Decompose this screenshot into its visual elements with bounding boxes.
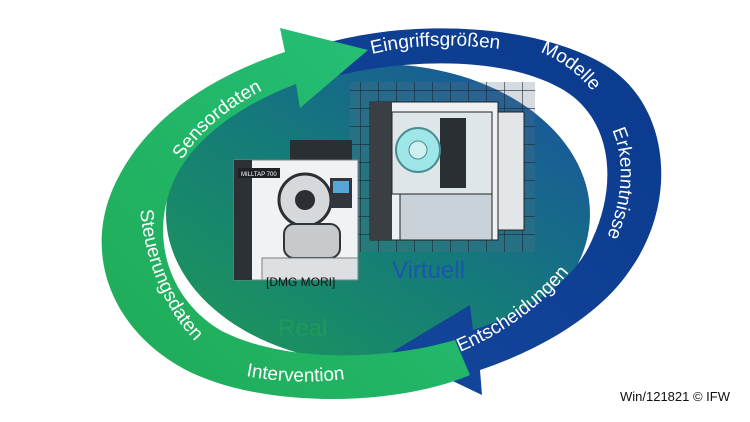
machine-plate-text: MILLTAP 700 [241,172,277,178]
green-arrow [101,28,470,400]
machine-plate [238,168,280,178]
copyright-caption: Win/121821 © IFW [619,389,730,404]
blue-arrow [300,28,662,396]
real-label: Real [278,315,327,342]
virtual-machine-model [350,82,535,252]
virtuell-label: Virtuell [392,257,465,284]
real-machine: MILLTAP 700 [DMG MORI] [233,140,359,289]
manufacturer-tag: [DMG MORI] [266,275,335,289]
